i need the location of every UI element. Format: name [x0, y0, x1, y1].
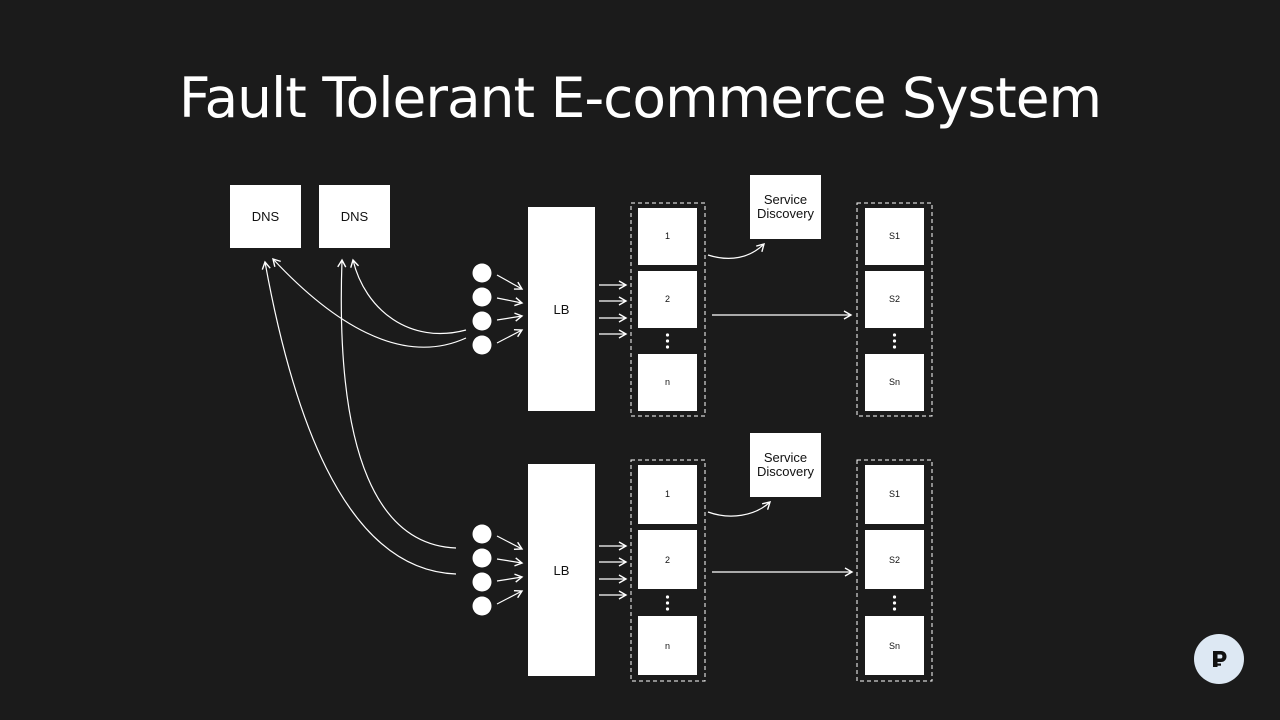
dns-connections — [261, 257, 467, 575]
register-arrow — [707, 501, 772, 517]
app-node-label: 1 — [665, 231, 670, 241]
app-node-1: 1 — [638, 208, 697, 265]
dns-curve — [261, 260, 457, 575]
service-node-s1: S1 — [865, 465, 924, 524]
client-node — [472, 524, 492, 544]
client-node — [472, 596, 492, 616]
client-nodes — [472, 263, 492, 355]
client-to-lb-arrows — [496, 535, 524, 605]
service-discovery: Service Discovery — [750, 175, 821, 239]
service-node-sn: Sn — [865, 616, 924, 675]
app-node-label: 1 — [665, 489, 670, 499]
dns-curve — [272, 257, 467, 348]
brand-logo-icon — [1213, 651, 1227, 667]
lb-label: LB — [554, 302, 570, 317]
register-arrow — [707, 243, 765, 259]
app-node-n: n — [638, 616, 697, 675]
app-server-group: 1 2 n — [630, 459, 706, 682]
service-group: S1 S2 Sn — [856, 202, 933, 417]
page-title: Fault Tolerant E-commerce System — [178, 66, 1102, 130]
service-node-label: S1 — [889, 231, 900, 241]
dns-box-2: DNS — [319, 185, 390, 248]
dns-label-1: DNS — [252, 209, 280, 224]
client-node — [472, 572, 492, 592]
lb-to-app-arrows — [599, 541, 628, 600]
dns-curve — [350, 258, 467, 335]
service-discovery-label-line1: Service — [764, 192, 807, 207]
cluster-2: LB 1 2 — [472, 433, 933, 682]
cluster-1: LB 1 2 — [472, 175, 933, 417]
service-node-label: S1 — [889, 489, 900, 499]
client-node — [472, 311, 492, 331]
ellipsis-dots — [892, 333, 897, 349]
client-node — [472, 548, 492, 568]
app-server-group: 1 2 n — [630, 202, 706, 417]
app-node-2: 2 — [638, 271, 697, 328]
dns-curve — [337, 258, 457, 549]
service-node-label: Sn — [889, 641, 900, 651]
service-node-s2: S2 — [865, 271, 924, 328]
service-node-s2: S2 — [865, 530, 924, 589]
app-node-2: 2 — [638, 530, 697, 589]
client-to-lb-arrows — [496, 274, 524, 344]
service-node-label: S2 — [889, 555, 900, 565]
app-node-label: 2 — [665, 555, 670, 565]
service-discovery-label-line2: Discovery — [757, 464, 815, 479]
app-node-label: n — [665, 377, 670, 387]
dns-box-1: DNS — [230, 185, 301, 248]
app-node-label: n — [665, 641, 670, 651]
client-node — [472, 263, 492, 283]
client-node — [472, 287, 492, 307]
lb-to-app-arrows — [599, 280, 628, 339]
app-node-label: 2 — [665, 294, 670, 304]
brand-logo[interactable] — [1194, 634, 1244, 684]
service-group: S1 S2 Sn — [856, 459, 933, 682]
service-node-s1: S1 — [865, 208, 924, 265]
service-discovery-label-line2: Discovery — [757, 206, 815, 221]
service-node-label: S2 — [889, 294, 900, 304]
service-discovery: Service Discovery — [750, 433, 821, 497]
app-node-n: n — [638, 354, 697, 411]
service-discovery-label-line1: Service — [764, 450, 807, 465]
ellipsis-dots — [665, 333, 670, 349]
app-node-1: 1 — [638, 465, 697, 524]
dns-label-2: DNS — [341, 209, 369, 224]
ellipsis-dots — [665, 595, 670, 611]
lb-label: LB — [554, 563, 570, 578]
service-node-sn: Sn — [865, 354, 924, 411]
client-nodes — [472, 524, 492, 616]
ellipsis-dots — [892, 595, 897, 611]
service-node-label: Sn — [889, 377, 900, 387]
load-balancer: LB — [528, 207, 595, 411]
client-node — [472, 335, 492, 355]
load-balancer: LB — [528, 464, 595, 676]
